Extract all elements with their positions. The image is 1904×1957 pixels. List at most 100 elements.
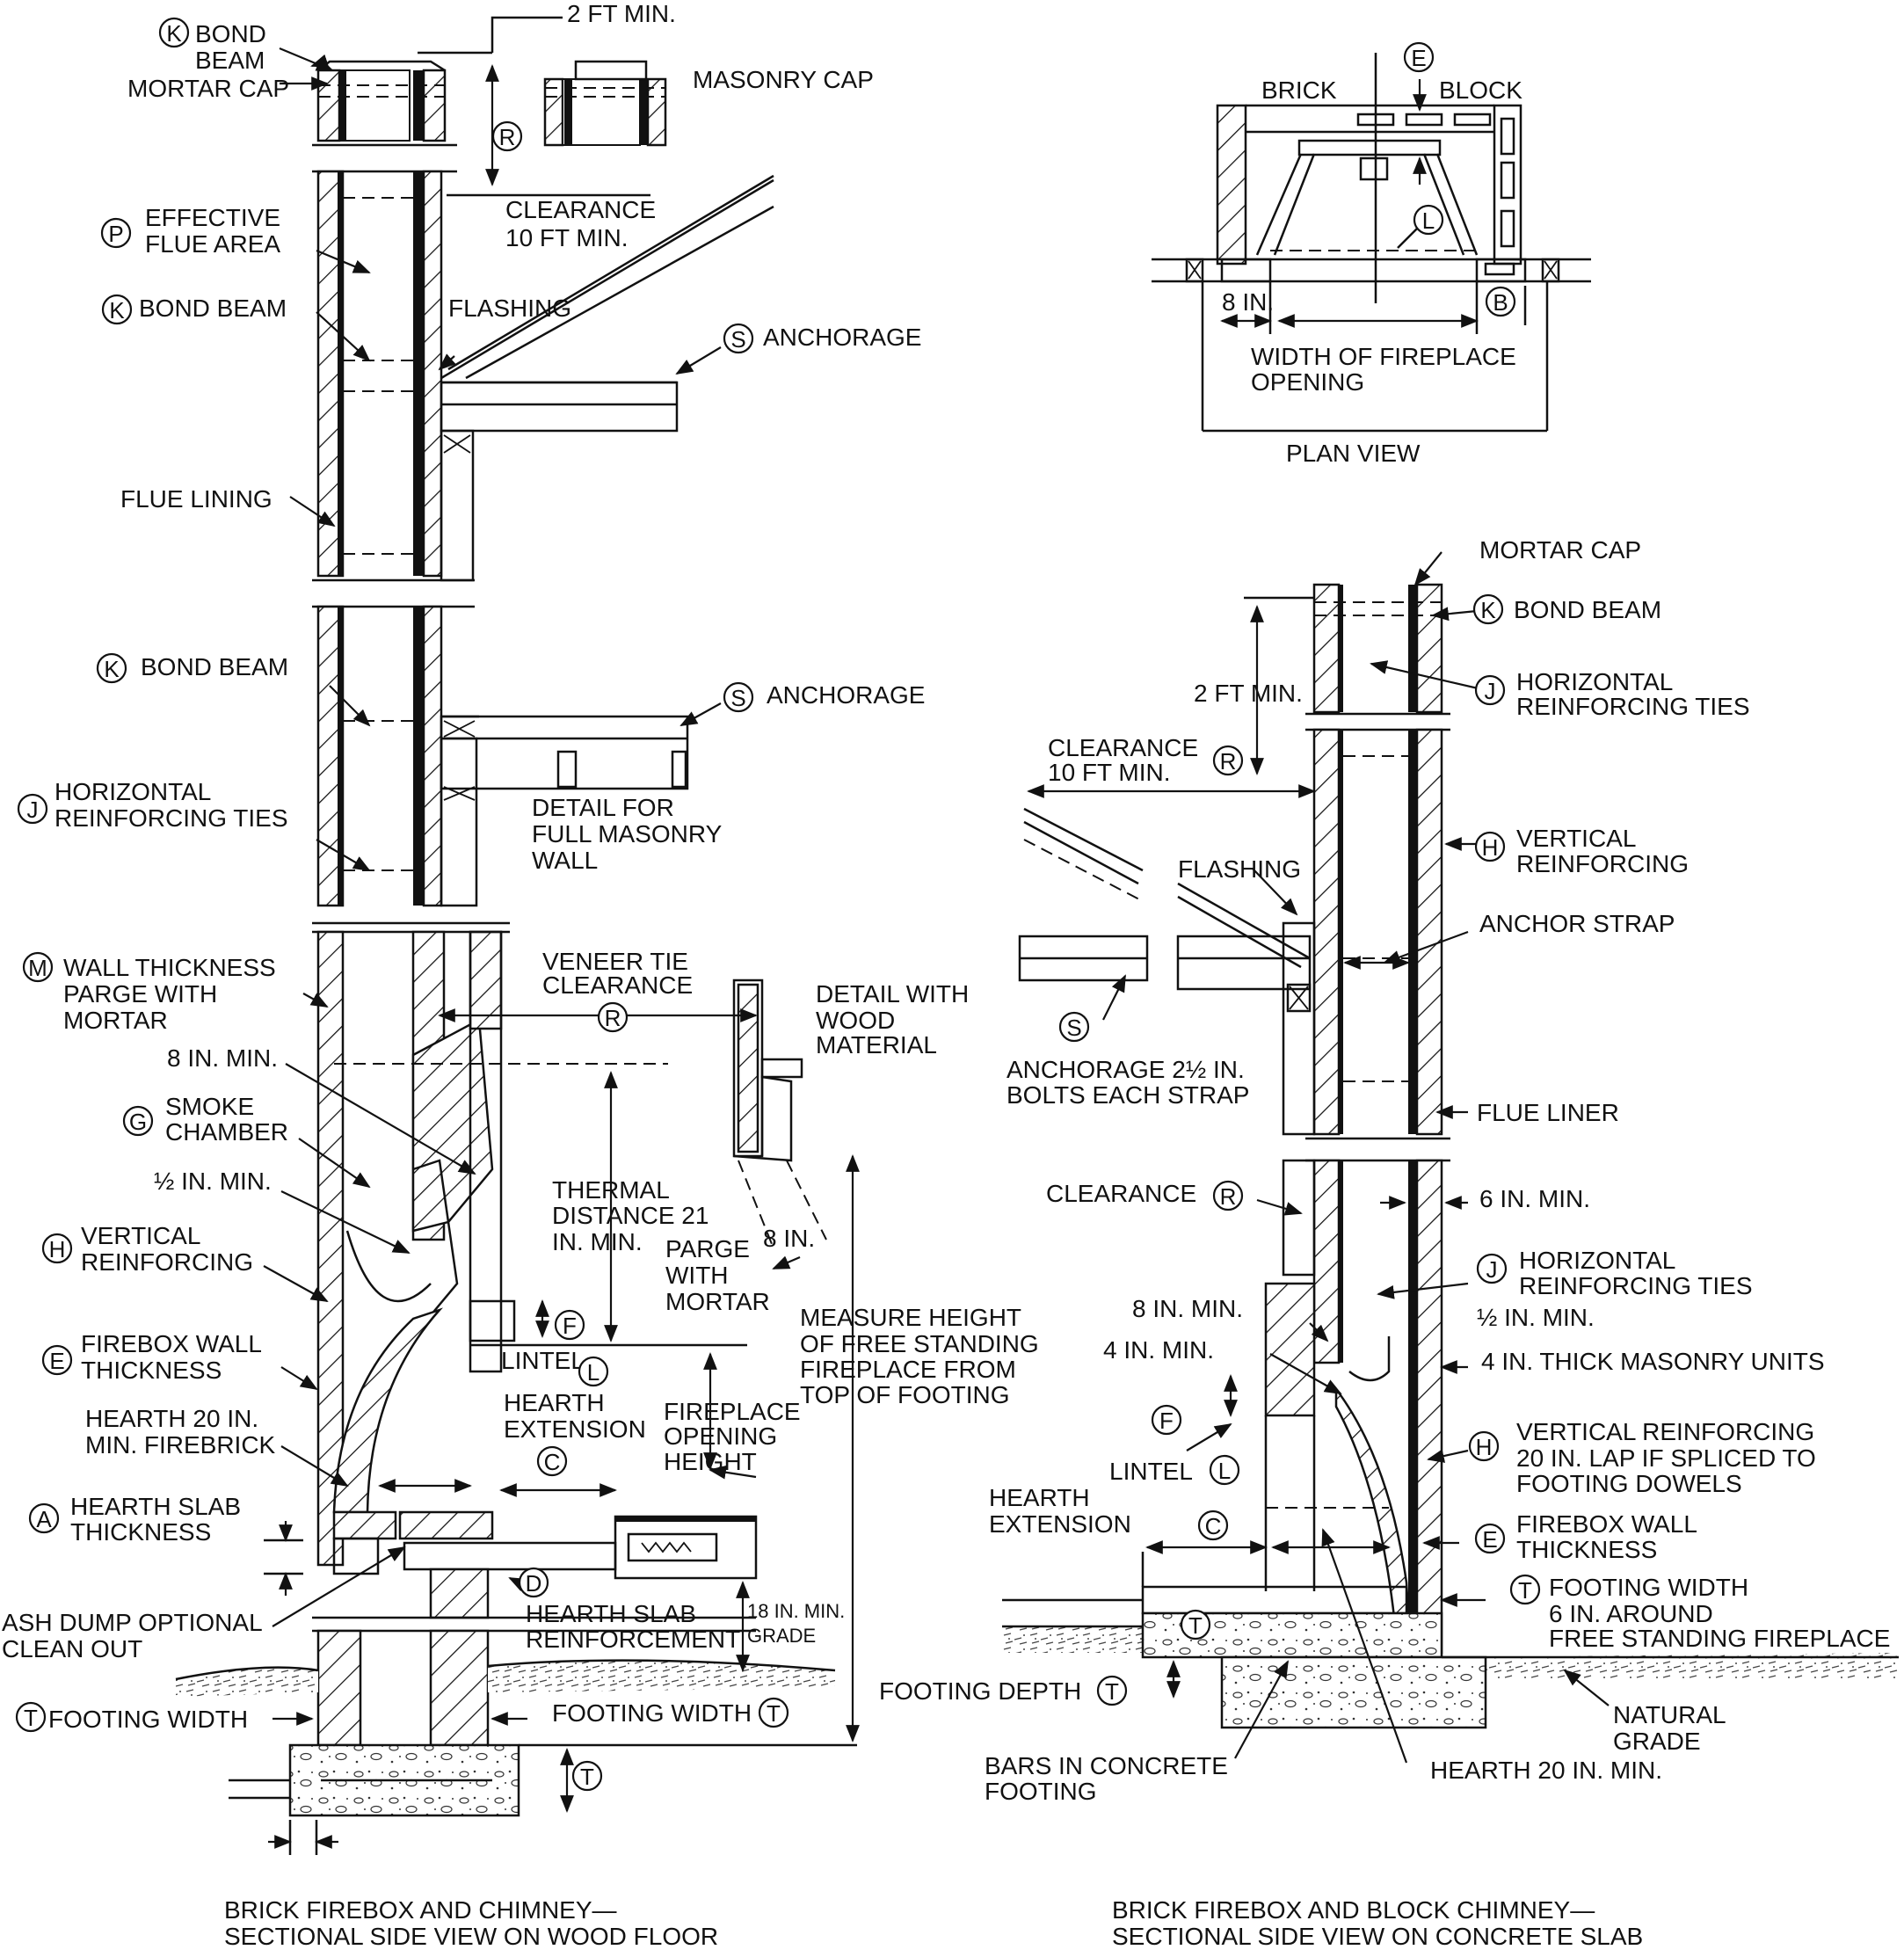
label-bond-beam-top-2: BEAM <box>195 47 265 74</box>
tag-r-circle: R <box>597 1001 629 1033</box>
label-r-hearth20: HEARTH 20 IN. MIN. <box>1430 1757 1662 1784</box>
label-slab-reinf-2: REINFORCEMENT <box>526 1626 740 1653</box>
label-r-hearth-ext-2: EXTENSION <box>989 1510 1131 1538</box>
tag-k-circle: K <box>96 652 127 684</box>
tag-letter: S <box>730 685 745 711</box>
tag-letter: E <box>1482 1526 1497 1553</box>
label-r-lintel: LINTEL <box>1109 1458 1193 1485</box>
label-smoke-1: SMOKE <box>165 1093 254 1120</box>
tag-letter: H <box>49 1236 66 1262</box>
label-r-firebox-2: THICKNESS <box>1516 1536 1657 1563</box>
label-fp-open-1: FIREPLACE <box>664 1398 801 1425</box>
label-r-horiz-ties-1: HORIZONTAL <box>1516 668 1673 695</box>
label-clearance-2: 10 FT MIN. <box>505 224 629 251</box>
label-detail-wood-1: DETAIL WITH <box>816 980 969 1008</box>
tag-letter: T <box>580 1764 594 1790</box>
label-firebox-1: FIREBOX WALL <box>81 1330 262 1357</box>
tag-letter: T <box>767 1700 781 1727</box>
tag-e-circle: E <box>41 1344 73 1376</box>
tag-letter: G <box>129 1109 147 1135</box>
label-detail-wood-2: WOOD <box>816 1007 895 1034</box>
tag-m-circle: M <box>22 951 54 983</box>
label-r-flashing: FLASHING <box>1178 855 1301 883</box>
label-r-horiz-ties2-1: HORIZONTAL <box>1519 1247 1675 1274</box>
masonry-cap-detail <box>543 60 667 147</box>
tag-e-circle: E <box>1474 1523 1506 1554</box>
right-title-2: SECTIONAL SIDE VIEW ON CONCRETE SLAB <box>1112 1923 1643 1950</box>
label-detail-wood-3: MATERIAL <box>816 1031 937 1059</box>
label-vert-reinf-1: VERTICAL <box>81 1222 200 1249</box>
label-r-clearance: CLEARANCE <box>1046 1180 1196 1207</box>
tag-g-circle: G <box>122 1105 154 1137</box>
tag-r-circle: R <box>491 120 523 152</box>
tag-b-circle: B <box>1485 286 1516 317</box>
tag-letter: T <box>1188 1612 1203 1639</box>
label-r-clearance-1: CLEARANCE <box>1048 734 1198 761</box>
label-veneer-2: CLEARANCE <box>542 971 693 999</box>
label-effective-flue-2: FLUE AREA <box>145 230 280 258</box>
tag-letter: S <box>1066 1015 1081 1041</box>
label-horiz-ties-1: HORIZONTAL <box>55 778 211 805</box>
tag-letter: F <box>563 1313 577 1339</box>
label-8in-min: 8 IN. MIN. <box>167 1044 278 1072</box>
label-lintel: LINTEL <box>501 1347 585 1374</box>
label-hearth-ext-1: HEARTH <box>504 1389 605 1416</box>
tag-letter: J <box>27 797 39 823</box>
tag-t-circle: T <box>15 1701 47 1733</box>
label-bond-beam-top-1: BOND <box>195 20 266 47</box>
label-detail-full-2: FULL MASONRY <box>532 820 723 848</box>
tag-letter: R <box>605 1005 621 1031</box>
tag-l-circle: L <box>578 1356 609 1387</box>
tag-letter: L <box>587 1359 600 1386</box>
right-labels: MORTAR CAP BOND BEAM 2 FT MIN. HORIZONTA… <box>879 536 1890 1950</box>
label-thermal-1: THERMAL <box>552 1176 670 1204</box>
tag-l-circle: L <box>1413 204 1444 236</box>
tag-a-circle: A <box>28 1502 60 1534</box>
label-r-anchor-strap: ANCHOR STRAP <box>1479 910 1675 937</box>
label-mortar-cap: MORTAR CAP <box>127 75 289 102</box>
tag-letter: F <box>1159 1408 1174 1434</box>
tag-k-circle: K <box>1472 593 1504 625</box>
label-r-flue-liner: FLUE LINER <box>1477 1099 1619 1126</box>
tag-letter: T <box>1518 1577 1532 1604</box>
label-ash-1: ASH DUMP OPTIONAL <box>2 1609 263 1636</box>
label-r-footing-w-2: 6 IN. AROUND <box>1549 1600 1713 1627</box>
label-fp-open-2: OPENING <box>664 1422 777 1450</box>
tag-k-circle: K <box>158 17 190 48</box>
tag-t-circle: T <box>1096 1675 1128 1706</box>
label-r-4in-min: 4 IN. MIN. <box>1103 1336 1214 1364</box>
right-sectional-view <box>1002 551 1899 1764</box>
tag-letter: J <box>1486 1256 1498 1283</box>
tag-r-circle: R <box>1212 1180 1244 1211</box>
tag-letter: D <box>526 1570 542 1597</box>
tag-t-circle: T <box>1509 1574 1541 1605</box>
label-bond-beam-2: BOND BEAM <box>141 653 288 680</box>
label-effective-flue-1: EFFECTIVE <box>145 204 280 231</box>
tag-letter: A <box>36 1506 52 1532</box>
label-18in-2: GRADE <box>747 1625 816 1647</box>
tag-letter: H <box>1482 834 1499 861</box>
tag-l-circle: L <box>1209 1454 1240 1486</box>
tag-letter: R <box>1220 1183 1237 1210</box>
label-r-horiz-ties2-2: REINFORCING TIES <box>1519 1272 1753 1299</box>
tag-letter: T <box>1105 1678 1119 1705</box>
tag-letter: B <box>1493 289 1508 316</box>
label-bond-beam: BOND BEAM <box>139 295 287 322</box>
label-measure-1: MEASURE HEIGHT <box>800 1304 1021 1331</box>
tag-letter: C <box>1205 1513 1222 1539</box>
tag-c-circle: C <box>1197 1510 1229 1541</box>
label-parge-3: MORTAR <box>665 1288 770 1315</box>
label-r-vert-lap-1: VERTICAL REINFORCING <box>1516 1418 1814 1445</box>
left-sectional-view <box>175 16 860 1855</box>
label-r-footing-depth: FOOTING DEPTH <box>879 1677 1081 1705</box>
tag-letter: H <box>1476 1434 1493 1460</box>
label-flashing: FLASHING <box>448 295 571 322</box>
tag-letter: K <box>109 297 125 324</box>
tag-t-circle: T <box>758 1697 789 1728</box>
label-width-2: OPENING <box>1251 368 1364 396</box>
wood-material-detail <box>732 978 827 1249</box>
label-anchorage-2: ANCHORAGE <box>767 681 925 709</box>
label-r-anchorage-1: ANCHORAGE 2½ IN. <box>1007 1056 1245 1083</box>
label-flue-lining: FLUE LINING <box>120 485 273 513</box>
label-r-vert-lap-2: 20 IN. LAP IF SPLICED TO <box>1516 1444 1816 1472</box>
